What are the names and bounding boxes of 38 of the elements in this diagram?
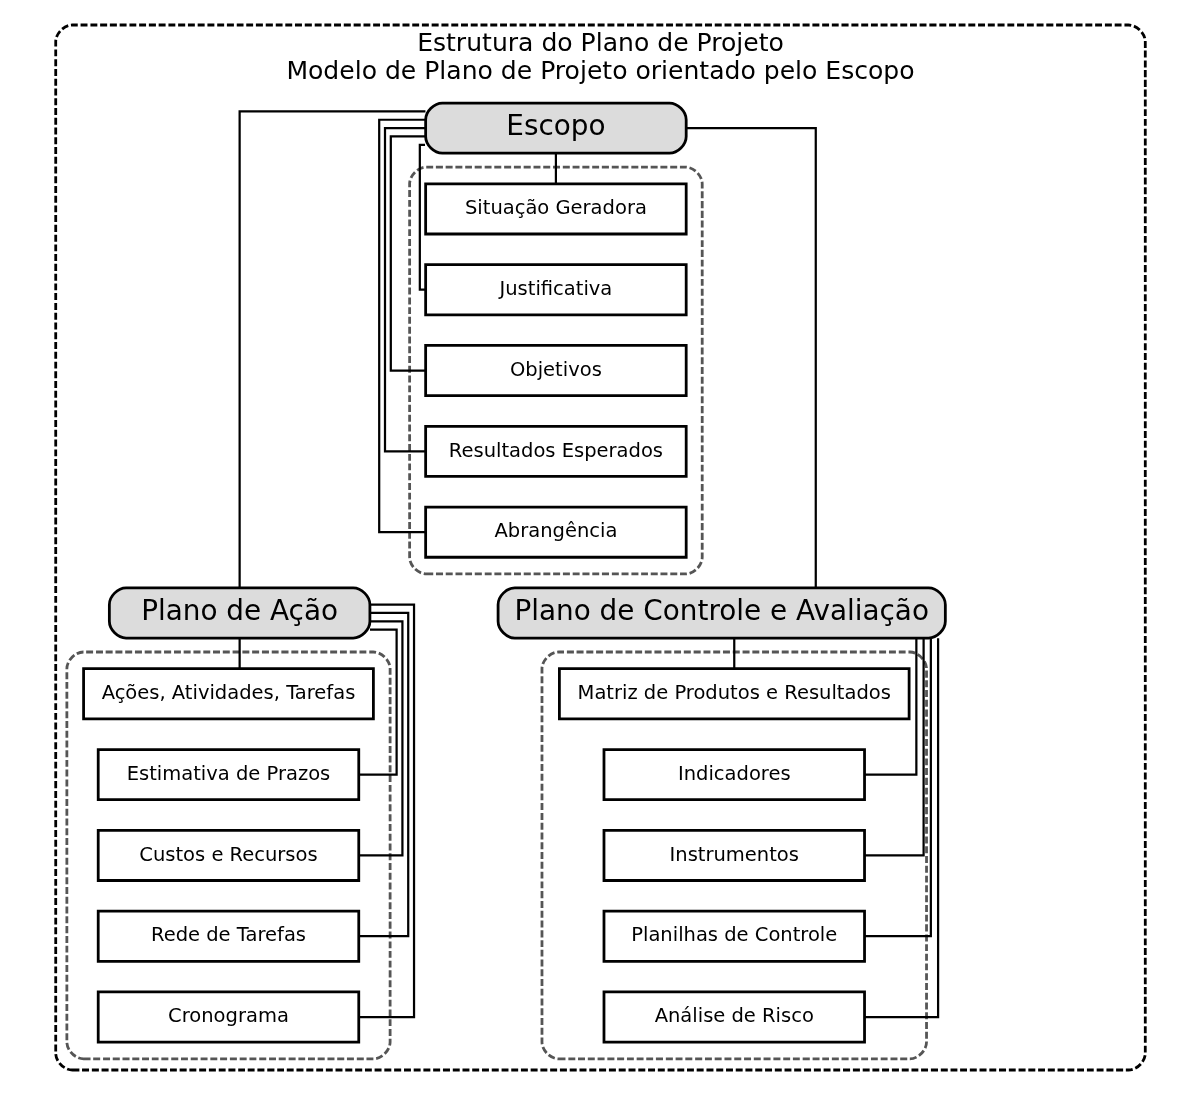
node-box: Justificativa [424,263,688,317]
connector [238,110,426,588]
node-box: Cronograma [96,990,361,1044]
connector [359,611,410,938]
node-box: Indicadores [602,748,866,802]
node-box: Resultados Esperados [424,424,688,478]
node-box: Matriz de Produtos e Resultados [558,667,911,721]
node-box: Ações, Atividades, Tarefas [82,667,375,721]
node-box: Estimativa de Prazos [96,748,361,802]
connector [378,118,426,534]
cluster [65,650,392,1061]
connector [418,143,425,291]
node-box: Planilhas de Controle [602,909,866,963]
connector [686,127,817,588]
connector [238,638,241,669]
node-box: Instrumentos [602,828,866,882]
cluster [408,165,704,576]
connector [865,638,940,1019]
node-box: Rede de Tarefas [96,909,361,963]
node-box: Custos e Recursos [96,828,361,882]
cluster [540,650,928,1061]
connector [358,603,416,1019]
connector [864,638,918,776]
node-box: Abrangência [424,505,688,559]
node-box: Escopo [424,101,688,155]
connector [864,638,925,857]
connector [389,135,426,372]
node-box: Situação Geradora [424,182,688,236]
connector [733,638,736,669]
connector [358,620,404,857]
node-box: Objetivos [424,344,688,398]
node-box: Plano de Ação [107,586,372,640]
connector [358,628,398,776]
node-box: Análise de Risco [602,990,866,1044]
node-box: Plano de Controle e Avaliação [496,586,947,640]
connector [864,638,932,938]
connector [554,153,558,184]
connector [383,127,426,453]
